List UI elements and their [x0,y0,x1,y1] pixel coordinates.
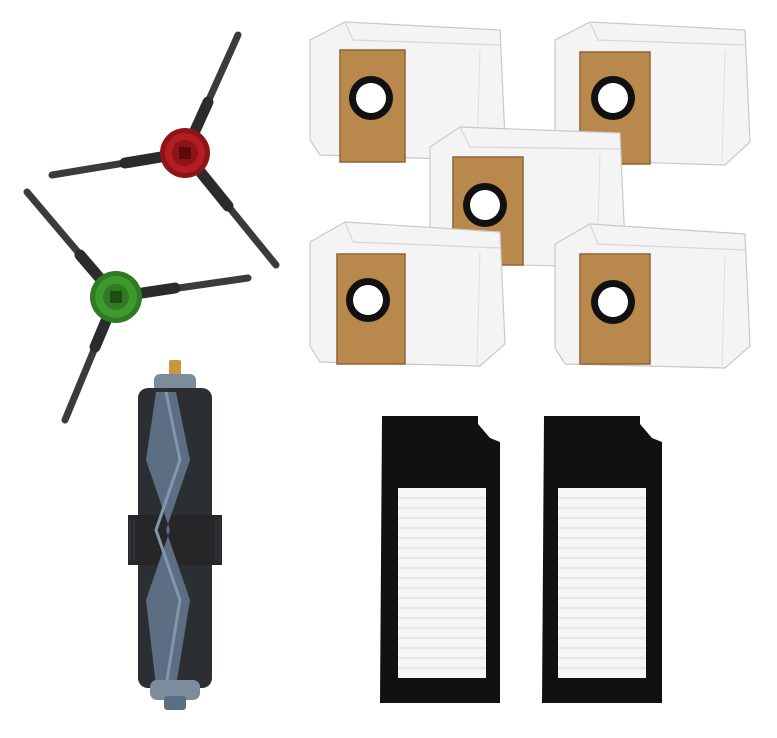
dust-bag-1 [305,20,510,165]
hepa-filter-2 [540,410,665,705]
side-brush-red [40,20,290,280]
hepa-filter-1 [378,410,503,705]
side-brush-green [15,180,265,430]
dust-bag-2 [550,20,755,170]
dust-bag-5 [550,222,755,372]
main-roller-brush [120,360,230,715]
dust-bag-4 [305,220,510,370]
